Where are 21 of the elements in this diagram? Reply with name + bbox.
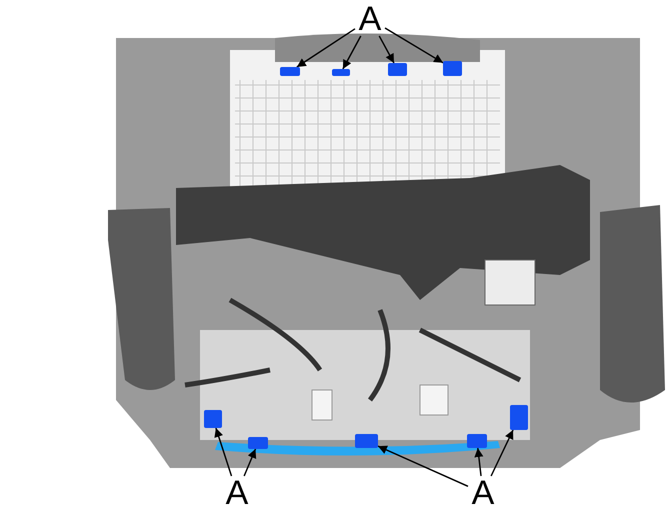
leader-arrow (244, 448, 256, 476)
leader-arrow (378, 446, 468, 487)
clip-marker (388, 63, 407, 76)
leader-arrow (474, 448, 484, 476)
callout-letter: A (355, 2, 385, 36)
leader-arrow (378, 36, 395, 64)
clip-marker (204, 410, 222, 428)
leader-arrow (490, 430, 514, 476)
clip-marker (443, 61, 462, 76)
clip-marker (510, 405, 528, 430)
leader-arrow (342, 36, 362, 70)
clip-marker (355, 434, 378, 448)
clip-marker (332, 69, 350, 76)
clip-marker (467, 434, 487, 448)
callout-letter: A (468, 476, 498, 510)
leader-arrow (296, 28, 356, 68)
clip-marker (280, 67, 300, 76)
clip-marker (248, 437, 268, 449)
leader-arrow (384, 27, 444, 64)
callout-letter: A (222, 476, 252, 510)
leader-arrow (214, 428, 232, 476)
